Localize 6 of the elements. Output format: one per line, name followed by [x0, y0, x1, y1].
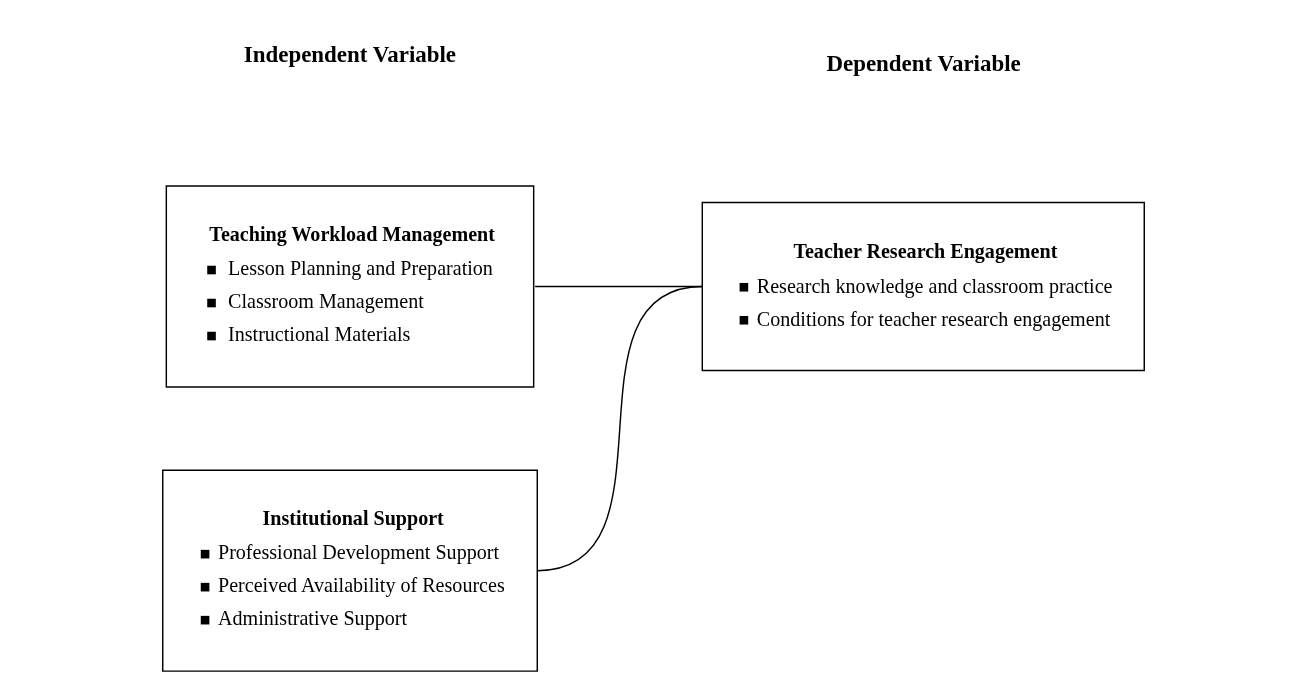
node-box: Institutional Support Professional Development Support Perceived Availability of Resources Administrative Support [162, 469, 538, 672]
connector [536, 285, 703, 572]
label: Independent Variable [243, 42, 457, 68]
node-box: Teacher Research Engagement Research knowledge and classroom practice Conditions for teacher research engagement [701, 201, 1145, 372]
node-box: Teaching Workload Management Lesson Planning and Preparation Classroom Management Instructional Materials [165, 185, 535, 388]
label: Dependent Variable [826, 51, 1021, 76]
